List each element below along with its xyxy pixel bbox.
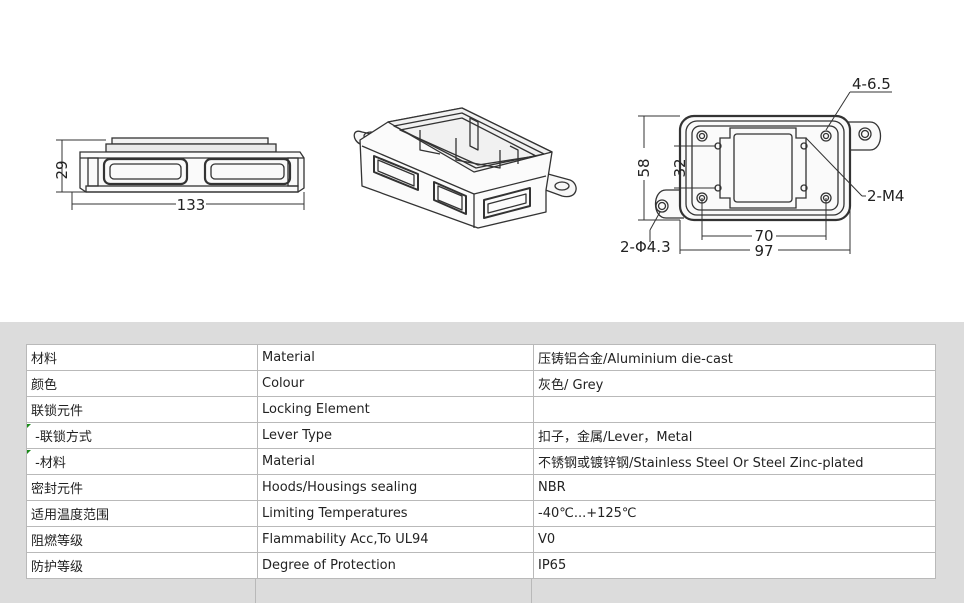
row-value	[533, 396, 936, 423]
row-value: V0	[533, 526, 936, 553]
row-label-cn: 颜色	[26, 370, 258, 397]
row-value: 扣子，金属/Lever，Metal	[533, 422, 936, 449]
hole-dim: 2-Φ4.3	[620, 238, 671, 256]
row-label-en: Flammability Acc,To UL94	[257, 526, 534, 553]
row-label-cn-sub: -联锁方式	[26, 422, 258, 449]
table-row: -材料 Material 不锈钢或镀锌钢/Stainless Steel Or …	[26, 448, 936, 475]
row-label-en: Locking Element	[257, 396, 534, 423]
row-value: 压铸铝合金/Aluminium die-cast	[533, 344, 936, 371]
cell-comment-marker	[27, 450, 31, 454]
table-row: 防护等级 Degree of Protection IP65	[26, 552, 936, 579]
thread-dim: 2-M4	[867, 187, 904, 205]
row-label-en: Hoods/Housings sealing	[257, 474, 534, 501]
row-label-en: Limiting Temperatures	[257, 500, 534, 527]
slot-dim: 4-6.5	[852, 75, 891, 93]
side-width-dim: 133	[177, 196, 206, 214]
side-view	[79, 137, 305, 193]
row-label-cn: 适用温度范围	[26, 500, 258, 527]
row-label-cn: 密封元件	[26, 474, 258, 501]
spec-section: 材料 Material 压铸铝合金/Aluminium die-cast 颜色 …	[0, 322, 964, 603]
row-label-en: Lever Type	[257, 422, 534, 449]
drawing-svg: 29 133	[53, 75, 904, 260]
table-grid-line	[255, 578, 256, 603]
row-label-cn-text: -联锁方式	[31, 430, 92, 445]
row-label-en: Colour	[257, 370, 534, 397]
spec-table: 材料 Material 压铸铝合金/Aluminium die-cast 颜色 …	[26, 344, 936, 579]
side-dimensions	[56, 139, 305, 210]
technical-drawing: 29 133	[53, 75, 905, 260]
row-value: 不锈钢或镀锌钢/Stainless Steel Or Steel Zinc-pl…	[533, 448, 936, 475]
top-dimensions	[638, 91, 892, 254]
row-label-cn: 材料	[26, 344, 258, 371]
row-value: -40℃...+125℃	[533, 500, 936, 527]
row-label-en: Material	[257, 344, 534, 371]
row-label-cn-text: -材料	[31, 456, 66, 471]
table-row: 密封元件 Hoods/Housings sealing NBR	[26, 474, 936, 501]
row-label-cn-sub: -材料	[26, 448, 258, 475]
row-label-cn: 阻燃等级	[26, 526, 258, 553]
row-value: 灰色/ Grey	[533, 370, 936, 397]
isometric-view	[353, 107, 577, 229]
table-grid-line	[531, 578, 532, 603]
top-inner-height-dim: 32	[671, 158, 689, 177]
side-height-dim: 29	[53, 160, 71, 179]
cell-comment-marker	[27, 424, 31, 428]
top-width-dim: 97	[754, 242, 773, 260]
top-view	[654, 114, 882, 222]
row-label-en: Degree of Protection	[257, 552, 534, 579]
table-row: 联锁元件 Locking Element	[26, 396, 936, 423]
table-row: 适用温度范围 Limiting Temperatures -40℃...+125…	[26, 500, 936, 527]
table-row: 材料 Material 压铸铝合金/Aluminium die-cast	[26, 344, 936, 371]
top-inner-width-dim: 70	[754, 227, 773, 245]
row-value: IP65	[533, 552, 936, 579]
row-label-cn: 防护等级	[26, 552, 258, 579]
row-value: NBR	[533, 474, 936, 501]
top-height-dim: 58	[635, 158, 653, 177]
table-row: -联锁方式 Lever Type 扣子，金属/Lever，Metal	[26, 422, 936, 449]
row-label-cn: 联锁元件	[26, 396, 258, 423]
table-row: 颜色 Colour 灰色/ Grey	[26, 370, 936, 397]
row-label-en: Material	[257, 448, 534, 475]
table-row: 阻燃等级 Flammability Acc,To UL94 V0	[26, 526, 936, 553]
